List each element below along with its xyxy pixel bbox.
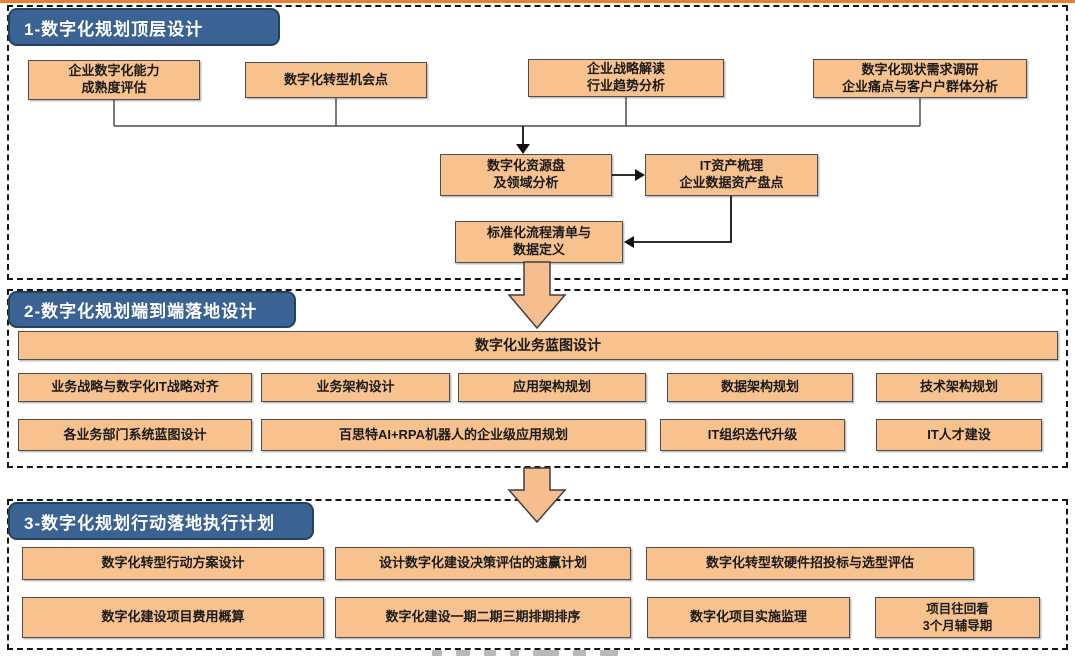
box-text: 标准化流程清单与 [486, 225, 591, 241]
cutoff-watermark-fragments [432, 650, 702, 658]
box-it-talent-development: IT人才建设 [876, 419, 1042, 451]
box-text: 成熟度评估 [81, 80, 147, 95]
box-transformation-opportunities: 数字化转型机会点 [245, 62, 427, 98]
box-text: 及领域分析 [493, 175, 559, 190]
box-text: 数字化转型机会点 [283, 71, 388, 87]
box-text: IT组织迭代升级 [707, 426, 798, 442]
box-strategy-alignment: 业务战略与数字化IT战略对齐 [18, 373, 252, 402]
box-text: 业务架构设计 [316, 379, 395, 395]
box-text: 企业数字化能力 [68, 63, 160, 79]
box-text: 数字化资源盘 [486, 158, 565, 174]
box-text: 应用架构规划 [512, 379, 591, 395]
box-it-asset-review: IT资产梳理 企业数据资产盘点 [645, 154, 818, 196]
top-orange-strip [0, 0, 1075, 3]
box-text: 数据架构规划 [720, 379, 799, 395]
box-text: 数字化建设一期二期三期排期排序 [385, 609, 581, 625]
box-text: 企业数据资产盘点 [679, 175, 784, 190]
box-text: 业务战略与数字化IT战略对齐 [51, 379, 219, 395]
section1-title: 1-数字化规划顶层设计 [8, 8, 280, 46]
section1-title-label: 1-数字化规划顶层设计 [24, 19, 204, 39]
box-application-architecture: 应用架构规划 [458, 373, 646, 402]
box-text: 项目往回看 [926, 602, 989, 617]
box-text: 企业痛点与客户户群体分析 [841, 78, 998, 94]
section2-title-label: 2-数字化规划端到端落地设计 [24, 302, 258, 321]
box-project-review-coaching: 项目往回看 3个月辅导期 [875, 597, 1040, 638]
box-bidding-selection-evaluation: 数字化转型软硬件招投标与选型评估 [646, 547, 974, 580]
box-text: 企业战略解读 [586, 61, 665, 77]
box-standardized-process-list: 标准化流程清单与 数据定义 [455, 221, 623, 263]
box-it-organization-upgrade: IT组织迭代升级 [660, 419, 845, 451]
box-ai-rpa-application-planning: 百思特AI+RPA机器人的企业级应用规划 [261, 419, 646, 451]
section3-title-label: 3-数字化规划行动落地执行计划 [24, 513, 276, 533]
box-text: 数字化项目实施监理 [689, 609, 807, 625]
box-transformation-action-plan: 数字化转型行动方案设计 [22, 547, 324, 580]
box-text: 技术架构规划 [919, 379, 998, 395]
box-quick-win-plan: 设计数字化建设决策评估的速赢计划 [335, 547, 631, 580]
box-digital-capability-maturity: 企业数字化能力 成熟度评估 [28, 60, 200, 100]
box-department-system-blueprint: 各业务部门系统蓝图设计 [18, 419, 252, 451]
box-technical-architecture: 技术架构规划 [876, 373, 1042, 402]
box-implementation-supervision: 数字化项目实施监理 [647, 597, 850, 638]
box-text: 数字化转型软硬件招投标与选型评估 [705, 555, 914, 571]
box-text: IT资产梳理 [699, 158, 764, 174]
box-text: 数据定义 [512, 242, 565, 257]
box-strategy-interpretation: 企业战略解读 行业趋势分析 [528, 59, 724, 97]
box-text: 行业趋势分析 [586, 78, 665, 93]
box-phase-scheduling: 数字化建设一期二期三期排期排序 [335, 597, 631, 638]
banner-business-blueprint: 数字化业务蓝图设计 [18, 331, 1058, 360]
box-text: 数字化建设项目费用概算 [101, 609, 245, 625]
box-text: 数字化业务蓝图设计 [475, 337, 601, 354]
box-text: 百思特AI+RPA机器人的企业级应用规划 [338, 426, 569, 442]
box-project-cost-estimate: 数字化建设项目费用概算 [22, 597, 324, 638]
box-text: 3个月辅导期 [922, 618, 993, 633]
section3-title: 3-数字化规划行动落地执行计划 [8, 502, 314, 540]
box-text: 设计数字化建设决策评估的速赢计划 [378, 555, 587, 571]
box-text: IT人才建设 [927, 426, 991, 442]
box-digital-resource-inventory: 数字化资源盘 及领域分析 [440, 154, 612, 196]
box-text: 数字化现状需求调研 [861, 61, 979, 77]
box-business-architecture: 业务架构设计 [261, 373, 450, 402]
box-text: 数字化转型行动方案设计 [101, 555, 245, 571]
box-current-state-research: 数字化现状需求调研 企业痛点与客户户群体分析 [813, 59, 1027, 98]
box-text: 各业务部门系统蓝图设计 [63, 426, 207, 442]
section2-title: 2-数字化规划端到端落地设计 [8, 291, 296, 328]
box-data-architecture: 数据架构规划 [667, 373, 853, 402]
